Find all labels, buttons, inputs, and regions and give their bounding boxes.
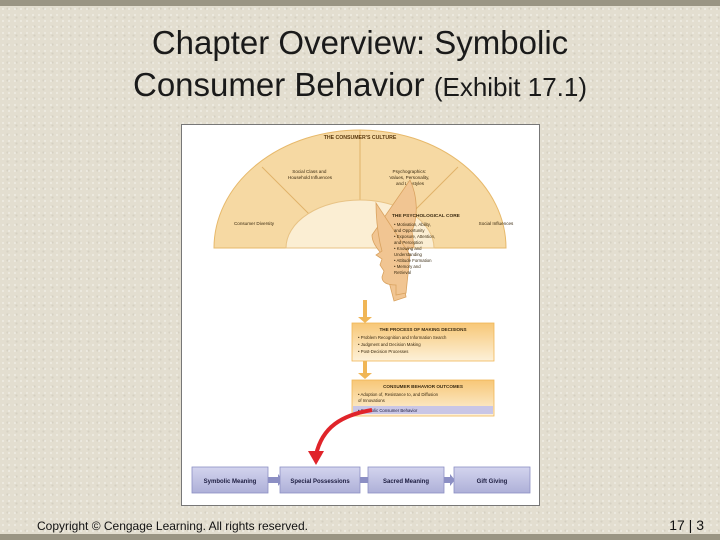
tab-symbolic-meaning: [191, 466, 269, 494]
title-exhibit-ref: (Exhibit 17.1): [433, 72, 587, 102]
red-curved-arrow: [314, 408, 373, 456]
tab-arrow-3: [444, 474, 455, 486]
tab-gift-giving-label: Gift Giving: [477, 479, 508, 485]
red-arrow-head: [308, 451, 324, 465]
tab-symbolic-meaning-label: Symbolic Meaning: [204, 479, 257, 485]
title-main: Consumer Behavior: [133, 66, 425, 103]
core-title: THE PSYCHOLOGICAL CORE: [392, 213, 461, 219]
top-frame-bar: [0, 0, 720, 6]
page-number: 17 | 3: [669, 517, 704, 533]
outcomes-title: CONSUMER BEHAVIOR OUTCOMES: [383, 384, 463, 389]
title-line-2: Consumer Behavior (Exhibit 17.1): [60, 64, 660, 108]
outcomes-highlight-row: [353, 406, 493, 414]
outcomes-list-top: • Adoption of, Resistance to, and Diffus…: [358, 392, 439, 403]
connector-arrow-2: [358, 373, 372, 379]
connector-arrow-1: [358, 317, 372, 323]
tab-sacred-meaning-label: Sacred Meaning: [383, 479, 429, 485]
social-influences-label: Social Influences: [479, 221, 514, 226]
core-list: • Motivation, Ability, and Opportunity •…: [394, 222, 436, 275]
fan-divider-left: [261, 166, 311, 216]
connector-bar-2: [363, 361, 367, 375]
tab-arrow-1: [268, 474, 283, 486]
copyright-notice: Copyright © Cengage Learning. All rights…: [37, 519, 308, 533]
decisions-title: THE PROCESS OF MAKING DECISIONS: [379, 327, 466, 332]
connector-bar-1: [363, 300, 367, 318]
outcomes-highlight-text: • Symbolic Consumer Behavior: [358, 408, 418, 413]
slide-title: Chapter Overview: Symbolic Consumer Beha…: [60, 22, 660, 108]
exhibit-figure: THE CONSUMER'S CULTURE Social Class and …: [181, 124, 540, 506]
bottom-frame-bar: [0, 534, 720, 540]
decisions-box: [351, 322, 495, 362]
consumer-diversity-label: Consumer Diversity: [234, 221, 275, 226]
social-class-label: Social Class and Household Influences: [288, 169, 333, 180]
tab-sacred-meaning: [367, 466, 445, 494]
fan-divider-right: [409, 166, 459, 216]
tab-gift-giving: [453, 466, 531, 494]
tab-special-possessions-label: Special Possessions: [290, 479, 350, 485]
title-line-1: Chapter Overview: Symbolic: [151, 24, 569, 61]
tab-special-possessions: [279, 466, 361, 494]
culture-arc-title: THE CONSUMER'S CULTURE: [324, 135, 397, 141]
head-profile: [375, 201, 411, 296]
decisions-list: • Problem Recognition and Information Se…: [358, 335, 448, 354]
